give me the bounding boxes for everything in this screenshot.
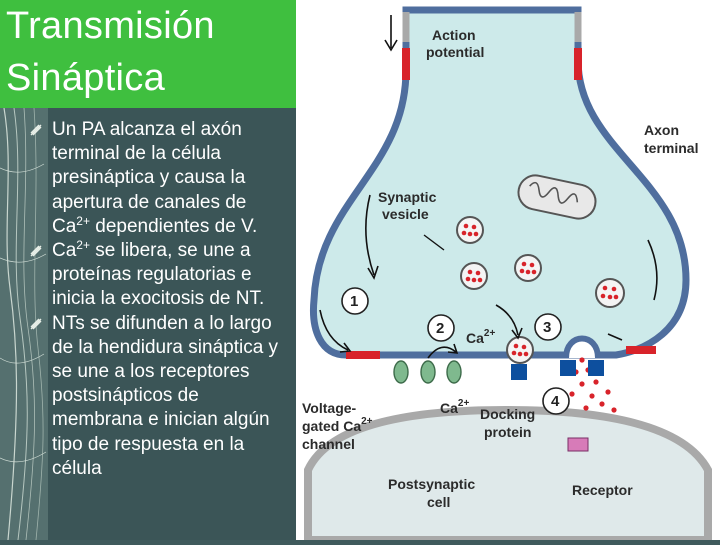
- bullet-item-2: Ca2+ se libera, se une a proteínas regul…: [30, 238, 288, 312]
- ca-channel-icon: [420, 360, 436, 384]
- action-potential-mark: [346, 351, 380, 359]
- svg-text:3: 3: [543, 319, 551, 336]
- label-terminal: terminal: [644, 140, 698, 156]
- label-synaptic: Synaptic: [378, 189, 437, 205]
- svg-text:4: 4: [551, 393, 560, 410]
- synaptic-vesicle: [456, 216, 484, 244]
- synaptic-vesicle: [514, 254, 542, 282]
- action-potential-mark: [402, 48, 410, 80]
- action-potential-mark: [626, 346, 656, 354]
- flow-arrows: [319, 15, 658, 359]
- docking-protein-icon: [588, 360, 604, 376]
- label-receptor: Receptor: [572, 482, 633, 498]
- bullet-list: Un PA alcanza el axón terminal de la cél…: [30, 118, 288, 481]
- title-line-2: Sináptica: [6, 57, 166, 99]
- docking-protein-icon: [511, 364, 527, 380]
- svg-text:1: 1: [350, 293, 358, 310]
- label-protein: protein: [484, 424, 531, 440]
- label-ca-ion: Ca2+: [466, 328, 495, 346]
- bullet-1-superscript: 2+: [76, 213, 90, 228]
- label-voltage: Voltage-: [302, 400, 357, 416]
- bullet-2-superscript: 2+: [76, 238, 90, 253]
- bullet-3-text: NTs se difunden a lo largo de la hendidu…: [52, 312, 279, 479]
- postsynaptic-cell: [304, 405, 712, 544]
- label-channel: channel: [302, 436, 355, 452]
- label-potential: potential: [426, 44, 484, 60]
- bullet-marker-icon: [30, 318, 42, 330]
- step-marker-1: 1: [341, 287, 369, 315]
- exocytosis-pocket: [563, 335, 601, 359]
- bullet-2-text-end: se libera, se une a proteínas regulatori…: [52, 240, 265, 310]
- synaptic-vesicle: [595, 278, 625, 308]
- synaptic-vesicle: [506, 336, 534, 364]
- label-gated: gated Ca2+: [302, 416, 373, 434]
- bullet-item-3: NTs se difunden a lo largo de la hendidu…: [30, 312, 288, 481]
- step-marker-3: 3: [534, 313, 562, 341]
- decorative-texture-strip: [0, 108, 48, 540]
- synaptic-vesicle: [460, 262, 488, 290]
- svg-text:2: 2: [436, 320, 444, 337]
- bullet-2-text: Ca: [52, 240, 77, 262]
- step-marker-2: 2: [427, 314, 455, 342]
- bullet-item-1: Un PA alcanza el axón terminal de la cél…: [30, 118, 288, 239]
- action-potential-mark: [574, 48, 582, 80]
- text-panel: Transmisión Sináptica Un PA alcanza el a…: [0, 0, 296, 540]
- label-docking: Docking: [480, 406, 535, 422]
- mitochondrion-icon: [517, 174, 597, 220]
- label-cell: cell: [427, 494, 450, 510]
- ca-channel-icon: [446, 360, 462, 384]
- bullet-marker-icon: [30, 124, 42, 136]
- label-vesicle: vesicle: [382, 206, 429, 222]
- bullet-1-text: Un PA alcanza el axón terminal de la cél…: [52, 119, 247, 237]
- bullet-1-text-end: dependientes de V.: [89, 215, 258, 237]
- docking-protein-icon: [560, 360, 576, 376]
- label-axon: Axon: [644, 122, 679, 138]
- synapse-diagram: 1 2 3 4 Action potential Axon terminal S…: [296, 0, 720, 544]
- label-ca-ion-lower: Ca2+: [440, 398, 469, 416]
- ca-channel-icon: [393, 360, 409, 384]
- axon-terminal: [309, 6, 690, 359]
- receptor-icon: [567, 437, 589, 452]
- bullet-marker-icon: [30, 245, 42, 257]
- title-line-1: Transmisión: [6, 5, 215, 47]
- step-marker-4: 4: [542, 387, 570, 415]
- label-postsynaptic: Postsynaptic: [388, 476, 475, 492]
- label-action: Action: [432, 27, 476, 43]
- slide-title: Transmisión Sináptica: [0, 0, 296, 108]
